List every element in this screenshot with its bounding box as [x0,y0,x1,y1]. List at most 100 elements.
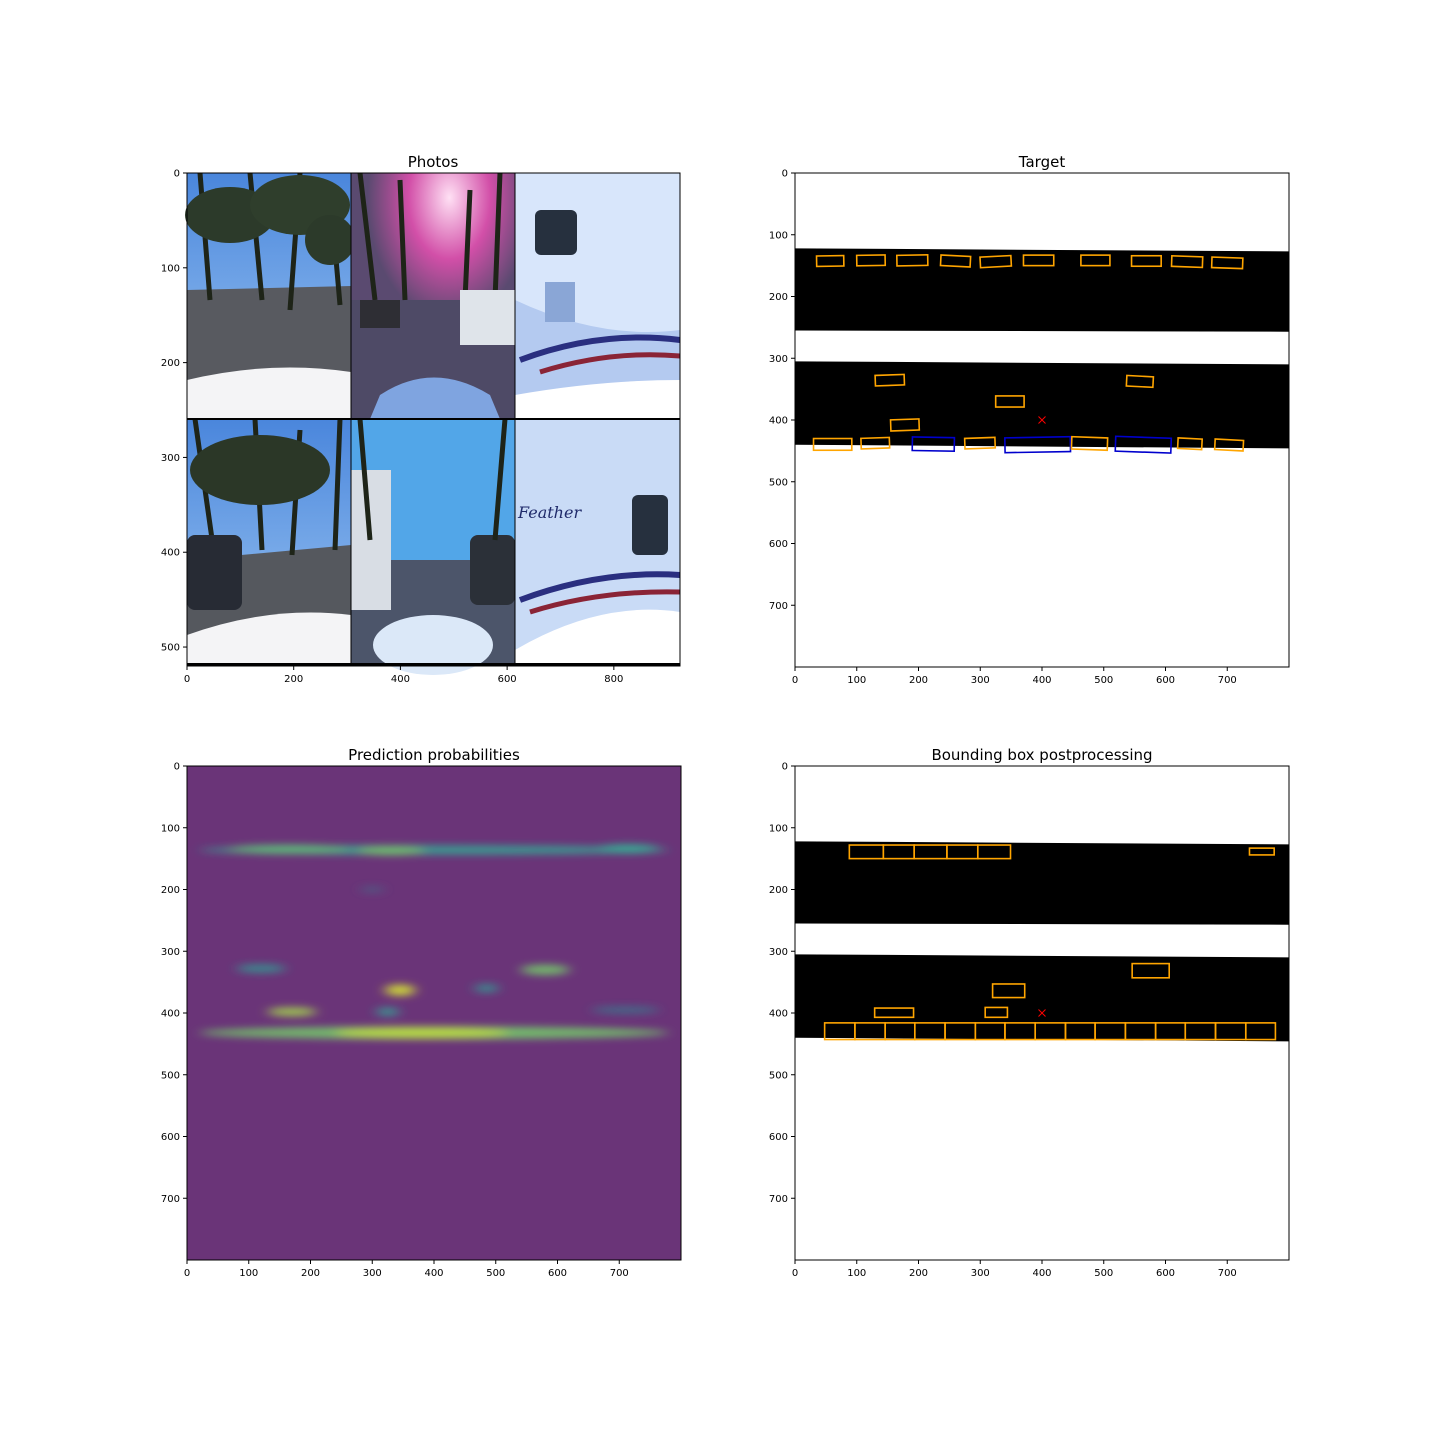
y-tick-label: 200 [769,292,788,303]
x-tick-label: 600 [548,1268,567,1279]
probability-hotspot [520,964,570,975]
y-tick-label: 700 [769,1194,788,1205]
vehicle-box [984,1006,1009,1019]
vehicle-box [1210,256,1244,270]
x-tick-label: 400 [424,1268,443,1279]
probability-hotspot [267,1007,317,1017]
y-tick-label: 400 [769,416,788,427]
probability-hotspot [356,846,425,855]
vehicle-box [1022,254,1055,267]
y-tick-label: 300 [161,453,180,464]
x-tick-label: 500 [1094,675,1113,686]
vehicle-box [1176,437,1204,451]
probability-hotspot [474,983,499,993]
vehicle-box [1130,254,1162,268]
y-tick-label: 0 [782,762,788,773]
vehicle-box [1070,435,1109,452]
x-tick-label: 0 [184,1268,190,1279]
y-tick-label: 200 [161,885,180,896]
x-tick-label: 400 [1032,675,1051,686]
vehicle-box [1125,374,1155,389]
x-tick-label: 700 [610,1268,629,1279]
probability-hotspot [359,886,385,893]
photos-panel: Photos [161,153,681,685]
vehicle-box [1244,1022,1277,1041]
x-tick-label: 300 [971,1268,990,1279]
prediction-panel: Prediction probabilities 0 100 200 300 400 50… [161,746,682,1279]
vehicle-box [991,983,1026,999]
vehicle-box [1248,847,1275,856]
y-tick-label: 500 [161,643,180,654]
y-tick-label: 600 [769,539,788,550]
vehicle-box [874,373,906,387]
vehicle-box [939,254,972,268]
road-band [795,248,1289,332]
y-tick-label: 500 [161,1070,180,1081]
photos-image: Feather [185,172,681,675]
x-tick-label: 0 [792,675,798,686]
camera-tile-back [351,418,515,675]
target-box-blue [1004,435,1072,454]
svg-text:Feather: Feather [517,503,582,522]
probability-hotspot [384,984,416,996]
x-tick-label: 200 [909,1268,928,1279]
camera-tile-back-left [187,418,351,666]
probability-hotspot [227,845,351,854]
x-tick-label: 800 [604,674,623,685]
prediction-title: Prediction probabilities [348,746,520,764]
probability-hotspot [591,1006,660,1014]
x-tick-label: 300 [363,1268,382,1279]
x-tick-label: 600 [1156,1268,1175,1279]
x-tick-label: 300 [971,675,990,686]
ego-marker [1038,416,1046,424]
road-band [795,954,1289,1042]
camera-tile-front [351,172,515,419]
vehicle-box [895,254,929,267]
vehicle-box [1080,254,1111,267]
x-tick-label: 200 [909,675,928,686]
y-tick-label: 0 [174,762,180,773]
vehicle-box [855,254,887,267]
target-title: Target [1018,153,1066,171]
y-tick-label: 600 [769,1132,788,1143]
y-tick-label: 400 [769,1009,788,1020]
x-tick-label: 500 [1094,1268,1113,1279]
target-box-blue [911,436,956,453]
x-tick-label: 200 [301,1268,320,1279]
x-tick-label: 400 [391,674,410,685]
road-band [795,361,1289,449]
vehicle-box [994,395,1025,408]
x-tick-label: 100 [847,675,866,686]
x-tick-label: 100 [847,1268,866,1279]
y-tick-label: 600 [161,1132,180,1143]
y-tick-label: 200 [769,885,788,896]
y-tick-label: 200 [161,358,180,369]
target-box-blue [1114,435,1173,454]
road-band [795,841,1289,925]
y-tick-label: 100 [161,823,180,834]
camera-tile-back-right: Feather [515,419,681,666]
x-tick-label: 600 [1156,675,1175,686]
x-tick-label: 400 [1032,1268,1051,1279]
vehicle-box [860,436,891,450]
y-tick-label: 300 [769,947,788,958]
vehicle-box [812,437,853,452]
vehicle-box [976,844,1012,860]
y-tick-label: 500 [769,477,788,488]
vehicle-box [889,418,921,432]
y-tick-label: 700 [161,1194,180,1205]
x-tick-label: 700 [1218,675,1237,686]
vehicle-box [979,254,1013,269]
x-tick-label: 0 [792,1268,798,1279]
x-tick-label: 0 [184,674,190,685]
x-tick-label: 600 [498,674,517,685]
photos-frame [186,172,681,667]
y-tick-label: 400 [161,548,180,559]
y-tick-label: 500 [769,1070,788,1081]
y-tick-label: 100 [769,230,788,241]
probability-hotspot [236,964,286,973]
vehicle-box [873,1007,915,1019]
x-tick-label: 100 [239,1268,258,1279]
